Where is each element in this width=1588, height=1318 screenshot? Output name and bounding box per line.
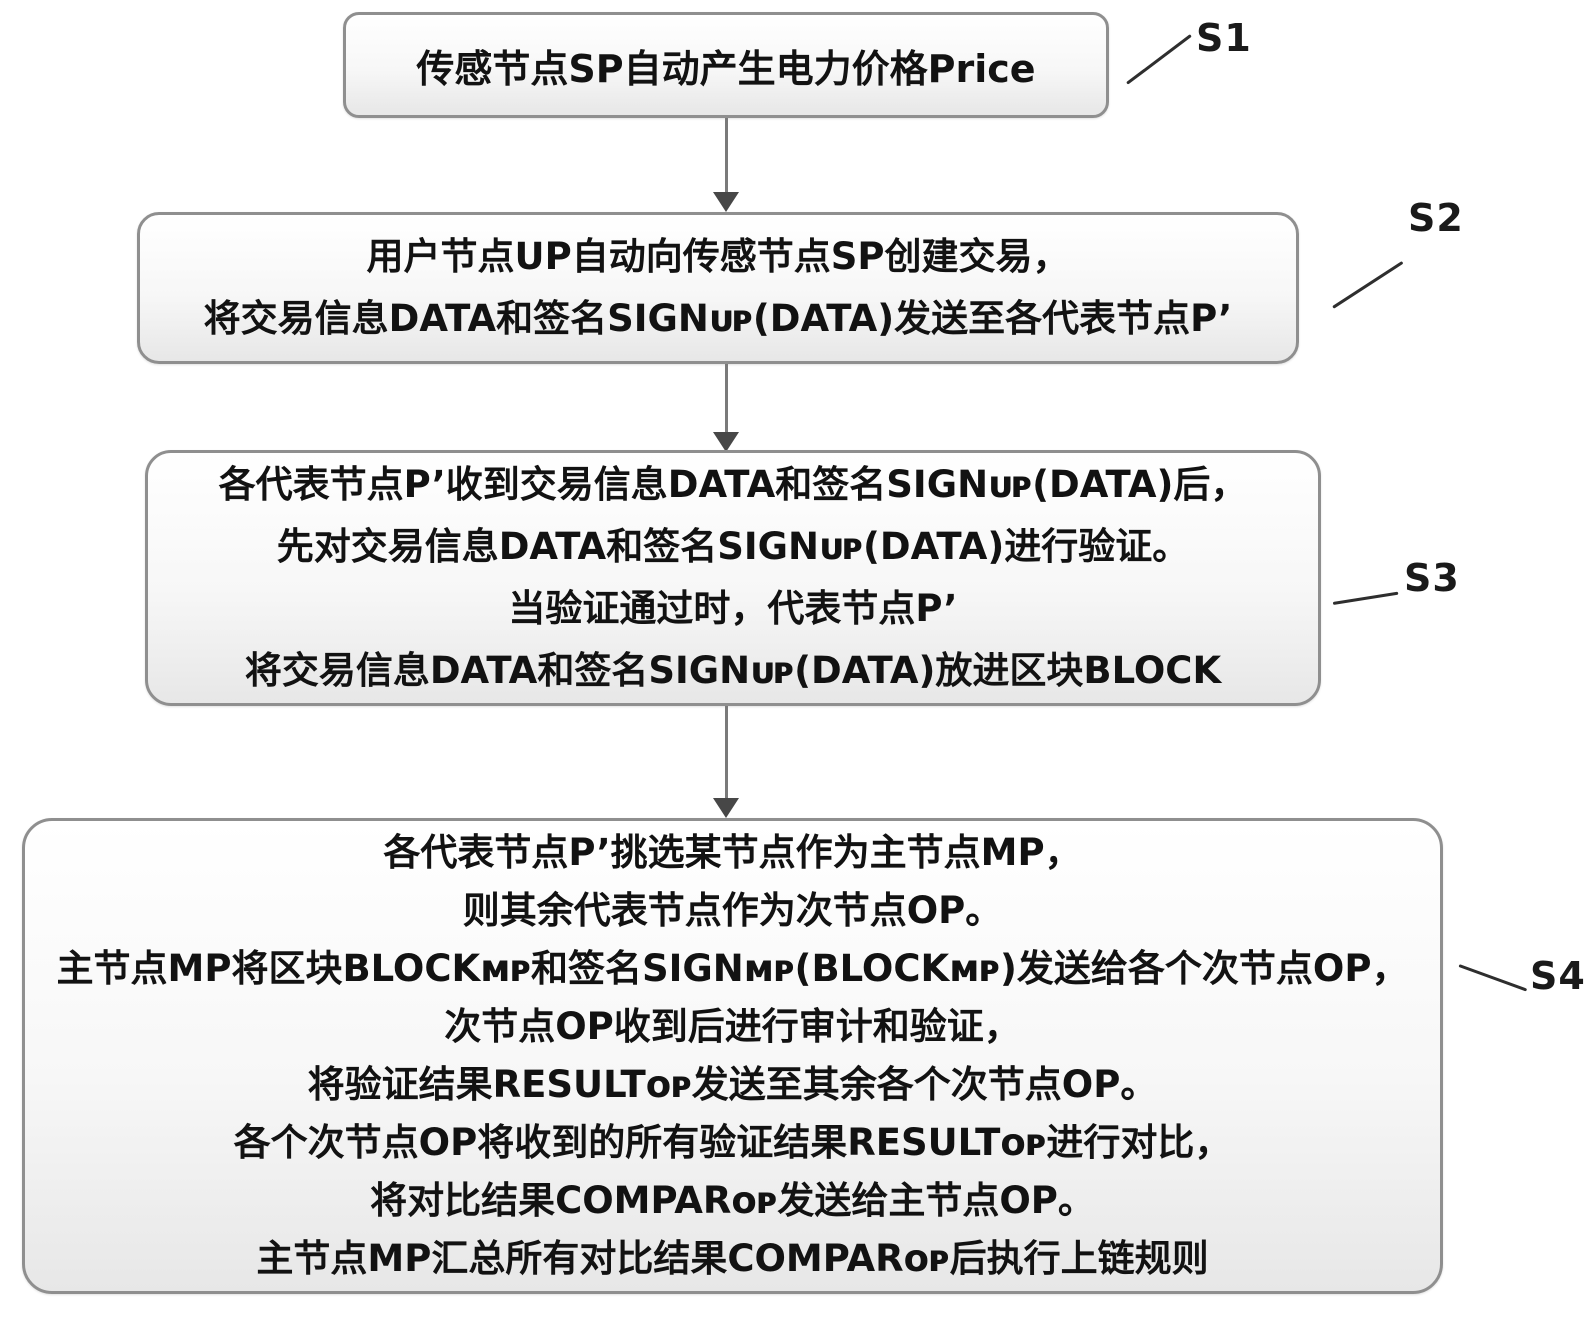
s1-leader-line	[1126, 34, 1192, 85]
step-s2-box: 用户节点UP自动向传感节点SP创建交易， 将交易信息DATA和签名SIGNᴜᴘ(…	[137, 212, 1299, 364]
arrow-s1-to-s2	[712, 118, 740, 212]
step-s3-text: 各代表节点P’收到交易信息DATA和签名SIGNᴜᴘ(DATA)后，	[218, 463, 1248, 506]
s2-leader-line	[1332, 261, 1404, 309]
arrow-down-icon	[713, 798, 739, 818]
s4-leader-line	[1458, 964, 1528, 992]
step-s4-text: 将验证结果RESULTᴏᴘ发送至其余各个次节点OP。	[307, 1063, 1158, 1106]
step-s4-text: 主节点MP汇总所有对比结果COMPARᴏᴘ后执行上链规则	[256, 1237, 1209, 1280]
arrow-shaft	[724, 364, 728, 432]
step-label-s1: S1	[1196, 16, 1252, 60]
step-s4-box: 各代表节点P’挑选某节点作为主节点MP， 则其余代表节点作为次节点OP。 主节点…	[22, 818, 1443, 1294]
arrow-down-icon	[713, 432, 739, 452]
step-s3-text: 将交易信息DATA和签名SIGNᴜᴘ(DATA)放进区块BLOCK	[244, 649, 1222, 692]
arrow-down-icon	[713, 192, 739, 212]
step-s1-text: 传感节点SP自动产生电力价格Price	[416, 46, 1036, 91]
step-s4-text: 将对比结果COMPARᴏᴘ发送给主节点OP。	[370, 1179, 1095, 1222]
step-s4-text: 各个次节点OP将收到的所有验证结果RESULTᴏᴘ进行对比，	[233, 1121, 1232, 1164]
step-s3-text: 先对交易信息DATA和签名SIGNᴜᴘ(DATA)进行验证。	[276, 525, 1190, 568]
s3-leader-line	[1332, 591, 1399, 605]
step-s4-text: 各代表节点P’挑选某节点作为主节点MP，	[383, 831, 1082, 874]
step-s4-text: 主节点MP将区块BLOCKᴍᴘ和签名SIGNᴍᴘ(BLOCKᴍᴘ)发送给各个次节…	[56, 947, 1409, 990]
step-s3-box: 各代表节点P’收到交易信息DATA和签名SIGNᴜᴘ(DATA)后， 先对交易信…	[145, 450, 1321, 706]
arrow-s2-to-s3	[712, 364, 740, 452]
step-label-s2: S2	[1408, 196, 1464, 240]
step-s1-box: 传感节点SP自动产生电力价格Price	[343, 12, 1109, 118]
step-label-s3: S3	[1404, 556, 1460, 600]
step-s4-text: 次节点OP收到后进行审计和验证，	[444, 1005, 1021, 1048]
step-s4-text: 则其余代表节点作为次节点OP。	[462, 889, 1003, 932]
arrow-shaft	[724, 118, 728, 192]
arrow-shaft	[724, 706, 728, 798]
arrow-s3-to-s4	[712, 706, 740, 818]
step-s3-text: 当验证通过时，代表节点P’	[508, 587, 958, 630]
step-label-s4: S4	[1530, 954, 1586, 998]
step-s2-text: 用户节点UP自动向传感节点SP创建交易，	[366, 235, 1070, 278]
step-s2-text: 将交易信息DATA和签名SIGNᴜᴘ(DATA)发送至各代表节点P’	[203, 297, 1233, 340]
